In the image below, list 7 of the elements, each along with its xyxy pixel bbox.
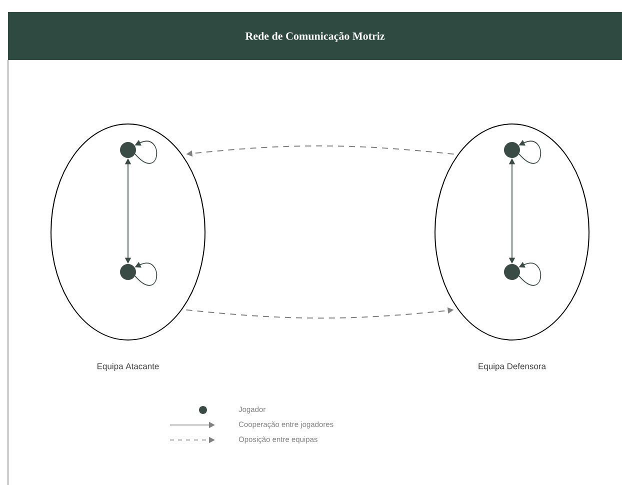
title-bar: Rede de Comunicação Motriz (8, 12, 622, 60)
player-dot (504, 264, 520, 280)
player-dot (504, 142, 520, 158)
team-label: Equipa Atacante (98, 363, 159, 371)
team-label: Equipa Defensora (478, 363, 546, 371)
player-dot (120, 142, 136, 158)
player-dot (120, 264, 136, 280)
